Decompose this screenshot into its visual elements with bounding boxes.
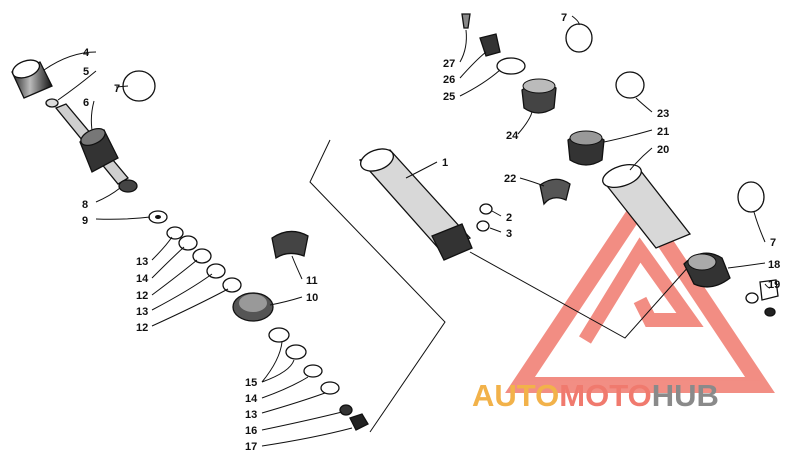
shim-12a xyxy=(192,248,212,264)
callout-11: 11 xyxy=(306,275,318,287)
part-3-washer xyxy=(476,220,490,232)
callout-10: 10 xyxy=(306,292,318,304)
svg-text:AUTOMOTOHUB: AUTOMOTOHUB xyxy=(472,378,719,413)
part-17-nut xyxy=(349,413,369,431)
callout-24: 24 xyxy=(506,130,519,142)
part-4-cap-top xyxy=(11,59,41,79)
callout-12a: 12 xyxy=(136,290,148,302)
callout-16: 16 xyxy=(245,425,257,437)
leader-lines xyxy=(43,15,771,447)
watermark-hub: HUB xyxy=(652,378,719,413)
callout-7-top: 7 xyxy=(561,12,567,24)
callout-13c: 13 xyxy=(245,409,257,421)
watermark-triangle-outer xyxy=(505,190,775,393)
callout-2: 2 xyxy=(506,212,512,224)
part-26-valve-stem xyxy=(479,33,501,57)
callout-8: 8 xyxy=(82,199,88,211)
part-25-oring xyxy=(496,57,526,75)
shim-13a xyxy=(166,226,184,240)
center-body-assembly xyxy=(309,139,691,433)
part-16-washer xyxy=(339,404,353,416)
part-8-bushing xyxy=(118,179,138,193)
callout-labels: 4 5 7 6 8 9 13 14 12 13 12 11 10 15 14 1… xyxy=(82,12,780,453)
callout-20: 20 xyxy=(657,144,669,156)
callout-5: 5 xyxy=(83,66,89,78)
part-5-ring xyxy=(45,98,59,108)
callout-26: 26 xyxy=(443,74,455,86)
callout-12b: 12 xyxy=(136,322,148,334)
part-7-oring-top xyxy=(565,23,593,53)
watermark-logo xyxy=(505,190,775,393)
part-19-bolt xyxy=(759,279,779,301)
part-18-eye xyxy=(687,253,717,271)
part-1-body-top xyxy=(360,148,394,172)
callout-7-right: 7 xyxy=(770,237,776,249)
part-9-hole xyxy=(155,215,161,219)
callout-15: 15 xyxy=(245,377,257,389)
washer-15a xyxy=(268,327,290,343)
left-shaft-assembly xyxy=(11,59,369,431)
callout-6: 6 xyxy=(83,97,89,109)
shim-12b xyxy=(222,277,242,293)
callout-25: 25 xyxy=(443,91,455,103)
callout-13a: 13 xyxy=(136,256,148,268)
callout-4: 4 xyxy=(83,47,90,59)
callout-19: 19 xyxy=(768,279,780,291)
part-21-bearing-top xyxy=(569,130,603,146)
watermark-auto: AUTO xyxy=(472,378,559,413)
callout-18: 18 xyxy=(768,259,780,271)
part-23-oring xyxy=(615,71,645,99)
washer-15b xyxy=(285,344,307,360)
callout-7-left: 7 xyxy=(114,83,120,95)
part-22-ring xyxy=(539,178,571,206)
part-7-oring-right xyxy=(737,181,765,213)
watermark-moto: MOTO xyxy=(559,378,651,413)
part-6-piston-face xyxy=(80,127,106,147)
part-2-washer xyxy=(479,203,493,215)
callout-21: 21 xyxy=(657,126,669,138)
callout-9: 9 xyxy=(82,215,88,227)
watermark-text: AUTOMOTOHUB xyxy=(472,378,719,413)
group-outline-center xyxy=(309,139,446,433)
callout-27: 27 xyxy=(443,58,455,70)
part-19-washer xyxy=(745,292,759,304)
part-20-cylinder-top xyxy=(602,164,642,188)
part-19-nut xyxy=(764,307,776,317)
part-24-cap-top xyxy=(522,78,556,94)
part-10-valve-top xyxy=(239,294,267,312)
callout-23: 23 xyxy=(657,108,669,120)
callout-17: 17 xyxy=(245,441,257,453)
callout-3: 3 xyxy=(506,228,512,240)
shim-14a xyxy=(178,235,198,251)
callout-13b: 13 xyxy=(136,306,148,318)
right-assembly xyxy=(461,13,779,317)
callout-14a: 14 xyxy=(136,273,149,285)
part-27-valve-core xyxy=(461,13,471,29)
part-11-ring xyxy=(271,230,309,260)
callout-14b: 14 xyxy=(245,393,258,405)
callout-22: 22 xyxy=(504,173,516,185)
washer-14b xyxy=(303,364,323,378)
callout-1: 1 xyxy=(442,157,448,169)
part-1-body-eye xyxy=(431,223,473,261)
washer-13c xyxy=(320,381,340,395)
group-outline-right xyxy=(469,251,691,339)
